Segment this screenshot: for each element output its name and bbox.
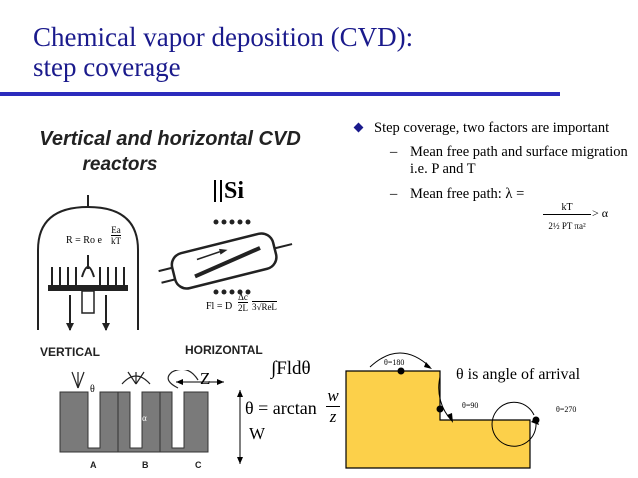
slide-title: Chemical vapor deposition (CVD): step co… bbox=[33, 22, 593, 82]
title-line-1: Chemical vapor deposition (CVD): bbox=[33, 22, 414, 52]
title-divider bbox=[0, 92, 560, 96]
exp-denominator: kT bbox=[111, 236, 121, 246]
horizontal-reactor-diagram bbox=[158, 219, 293, 295]
diamond-bullet-icon bbox=[353, 122, 364, 133]
si-label: Si bbox=[224, 178, 245, 204]
trench-profiles-diagram bbox=[59, 370, 209, 453]
rate-equation: R = Ro e bbox=[66, 235, 102, 246]
trench-label-b: B bbox=[142, 460, 149, 470]
angle-180-label: θ=180 bbox=[384, 358, 405, 367]
vertical-reactor-diagram bbox=[37, 195, 139, 331]
flux-reynolds: 3√ReL bbox=[252, 301, 277, 312]
figure-heading-line-2: reactors bbox=[82, 154, 158, 175]
arrival-angle-caption: θ is angle of arrival bbox=[456, 366, 581, 383]
flux-equation: Fl = D bbox=[206, 301, 233, 312]
theta-arctan: θ = arctan bbox=[245, 398, 317, 418]
exp-numerator: Ea bbox=[111, 225, 121, 236]
horizontal-label: HORIZONTAL bbox=[185, 343, 263, 357]
bullet-text: Step coverage, two factors are important bbox=[374, 120, 610, 136]
figure-heading-line-1: Vertical and horizontal CVD bbox=[39, 128, 301, 150]
sub-bullet-text: Mean free path and surface migration i.e… bbox=[410, 144, 628, 177]
sub-bullet-item: – Mean free path: λ = bbox=[348, 186, 633, 203]
mfp-inequality: > α bbox=[592, 206, 609, 220]
flux-numerator: Δc bbox=[238, 292, 248, 303]
angle-270-label: θ=270 bbox=[556, 405, 577, 414]
dash-bullet: – bbox=[390, 144, 398, 160]
angle-90-label: θ=90 bbox=[462, 401, 479, 410]
flux-fraction: Δc 2L bbox=[238, 292, 248, 313]
trench-label-a: A bbox=[90, 460, 97, 470]
dash-bullet: – bbox=[390, 186, 398, 202]
w-label: W bbox=[249, 424, 266, 443]
theta-label: θ bbox=[90, 384, 95, 395]
rate-exponent: Ea kT bbox=[111, 225, 121, 246]
vertical-label: VERTICAL bbox=[40, 345, 100, 359]
fraction-w: w bbox=[326, 386, 340, 407]
mfp-numerator: kT bbox=[543, 202, 591, 215]
mfp-denominator: 2½ PT πa² bbox=[548, 221, 586, 231]
integral-expression: ∫Fldθ bbox=[271, 358, 311, 379]
bullet-item: Step coverage, two factors are important bbox=[348, 120, 633, 137]
title-line-2: step coverage bbox=[33, 52, 181, 82]
fraction-z: z bbox=[329, 407, 337, 426]
substrate-bars bbox=[214, 180, 222, 202]
arctan-fraction: w z bbox=[326, 386, 340, 427]
alpha-label: α bbox=[142, 413, 147, 423]
flux-denominator: 2L bbox=[238, 303, 248, 313]
z-label: Z bbox=[200, 369, 211, 388]
trench-label-c: C bbox=[195, 460, 202, 470]
step-coverage-diagram bbox=[345, 352, 540, 469]
mfp-fraction: kT 2½ PT πa² bbox=[543, 202, 591, 231]
dimension-arrows bbox=[176, 379, 243, 464]
bullet-list: Step coverage, two factors are important… bbox=[348, 120, 633, 203]
sub-bullet-text: Mean free path: λ = bbox=[410, 186, 525, 202]
sub-bullet-item: – Mean free path and surface migration i… bbox=[348, 144, 633, 178]
